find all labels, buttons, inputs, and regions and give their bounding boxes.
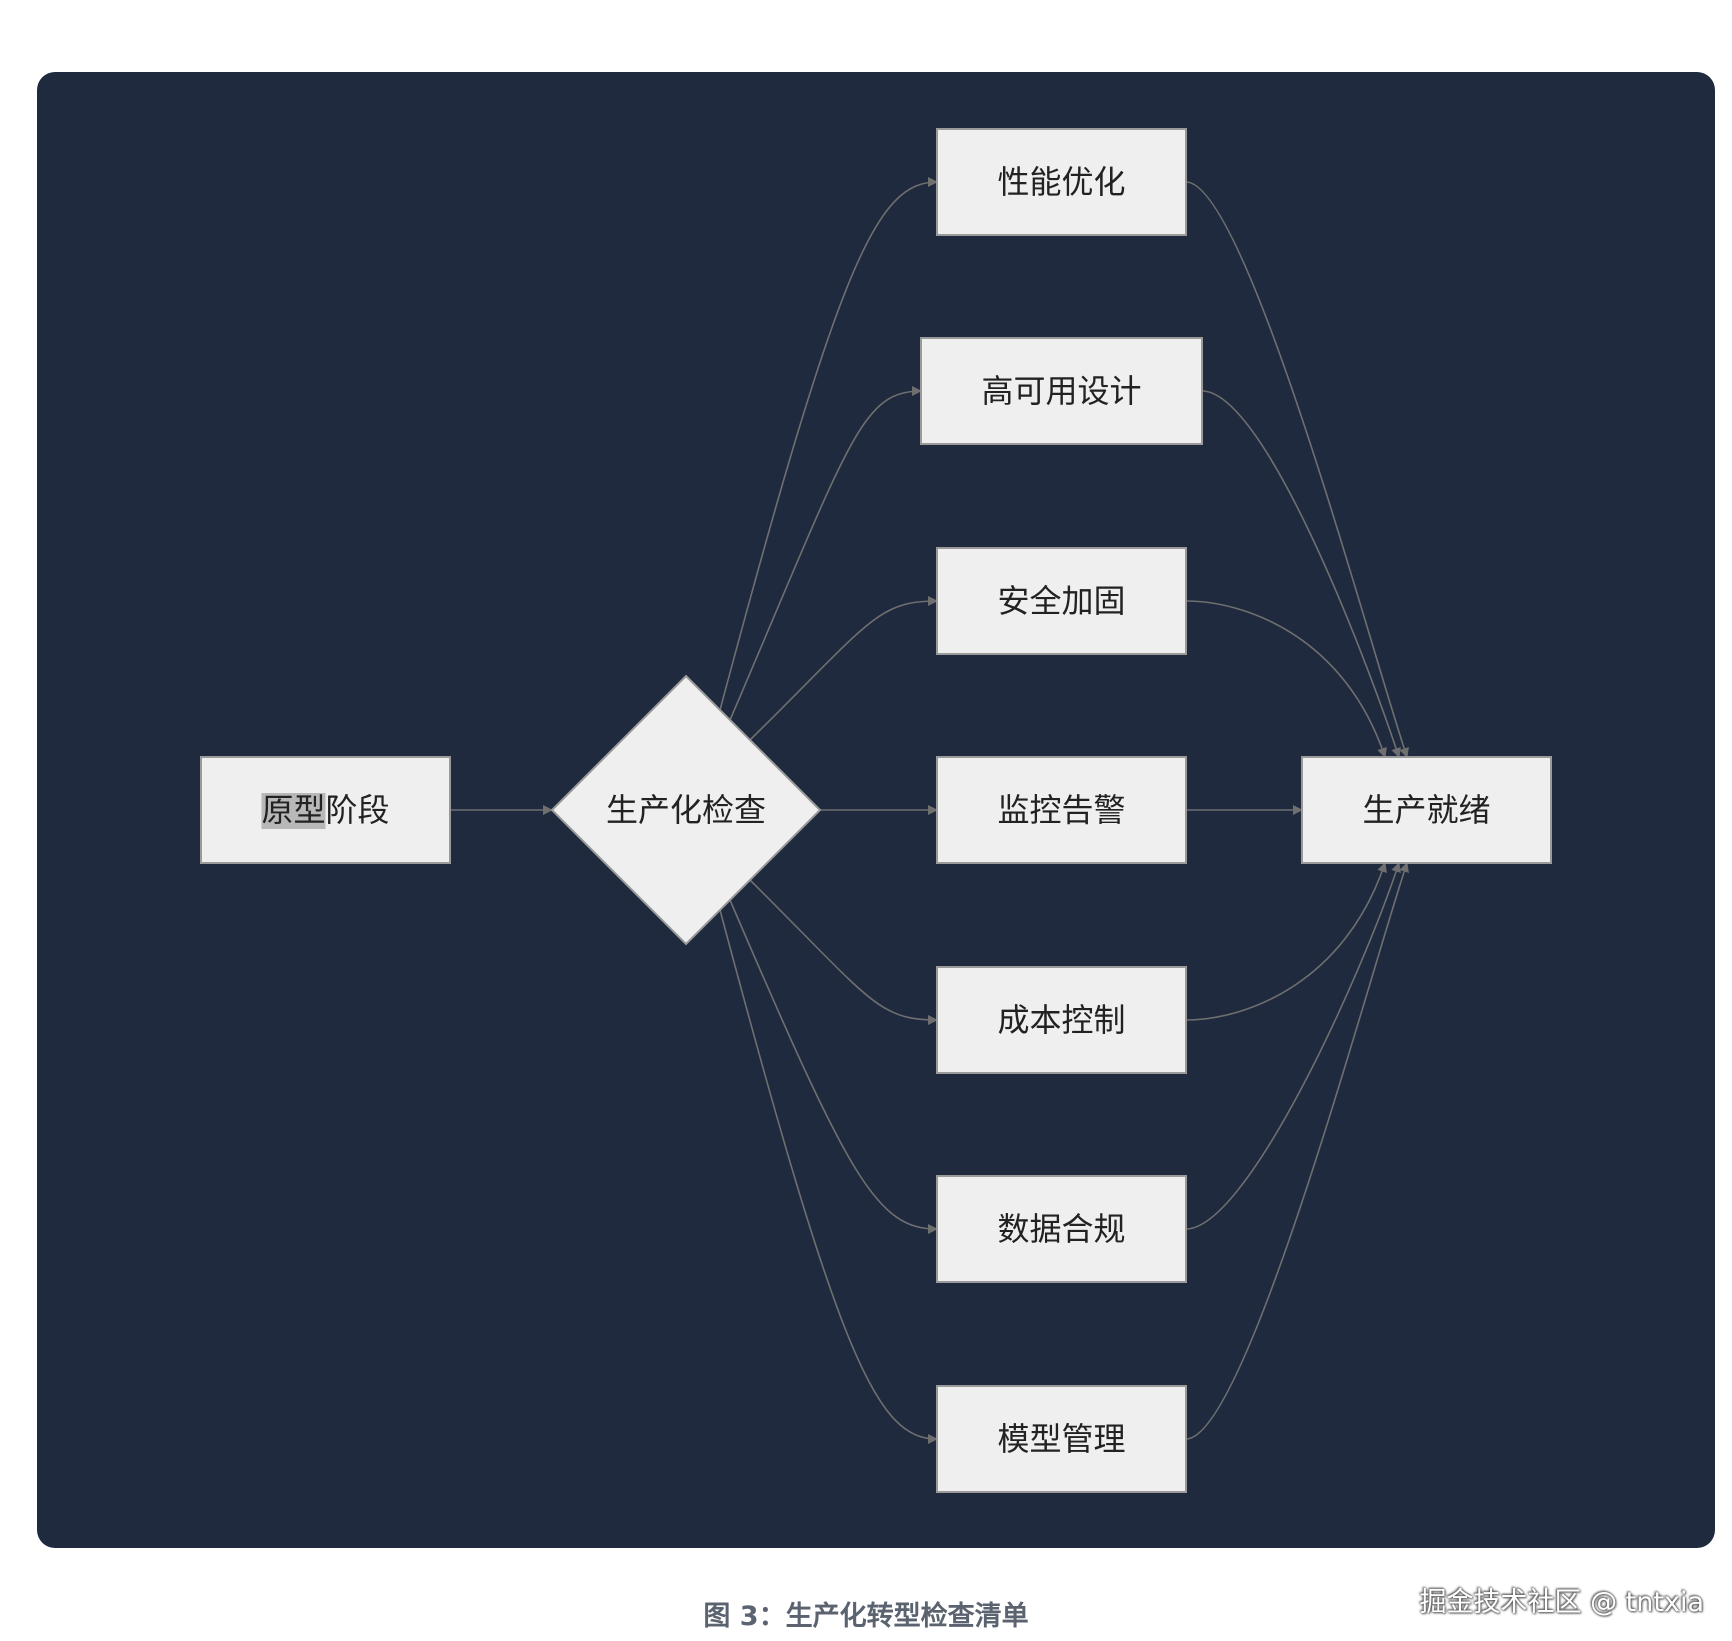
check-node-label: 性能优化: [997, 163, 1125, 201]
decision-node-label: 生产化检查: [606, 791, 766, 829]
check-node-label: 监控告警: [997, 791, 1125, 829]
check-node: [936, 547, 1187, 655]
end-node-label: 生产就绪: [1362, 791, 1490, 829]
edge-check-to-end: [1185, 181, 1409, 758]
check-node: [936, 756, 1187, 864]
edge-decision-to-check: [729, 899, 938, 1234]
edge-decision-to-check: [749, 879, 938, 1025]
text-highlight: [261, 793, 326, 829]
edge-check-to-end: [1185, 862, 1387, 1021]
edge-check-to-end: [1201, 390, 1401, 758]
edge-decision-to-check: [719, 909, 938, 1444]
start-node-label-rest: 阶段: [326, 791, 390, 829]
watermark: 掘金技术社区 @ tntxia: [1419, 1587, 1704, 1618]
check-node: [920, 337, 1203, 445]
start-node-label-highlight: 原型: [261, 791, 325, 829]
check-node-label: 安全加固: [997, 582, 1125, 620]
check-node-label: 数据合规: [997, 1210, 1125, 1248]
edges: [450, 177, 1409, 1444]
check-node-label: 成本控制: [997, 1001, 1125, 1039]
check-node: [936, 1175, 1187, 1283]
check-node-label: 模型管理: [997, 1420, 1125, 1458]
edge-check-to-end: [1185, 862, 1401, 1230]
edge-decision-to-check: [719, 177, 938, 711]
decision-node: [550, 674, 822, 946]
check-node: [936, 1385, 1187, 1493]
edge-check-to-end: [1185, 862, 1409, 1440]
figure-caption: 图 3：生产化转型检查清单: [703, 1601, 1029, 1632]
edge-check-to-end: [1185, 600, 1387, 758]
check-node: [936, 966, 1187, 1074]
edge-decision-to-check: [729, 386, 922, 721]
check-node: [936, 128, 1187, 236]
end-node: [1301, 756, 1552, 864]
edge-decision-to-check: [749, 596, 938, 741]
check-node-label: 高可用设计: [981, 372, 1141, 410]
start-node-label: 原型阶段: [261, 791, 389, 829]
